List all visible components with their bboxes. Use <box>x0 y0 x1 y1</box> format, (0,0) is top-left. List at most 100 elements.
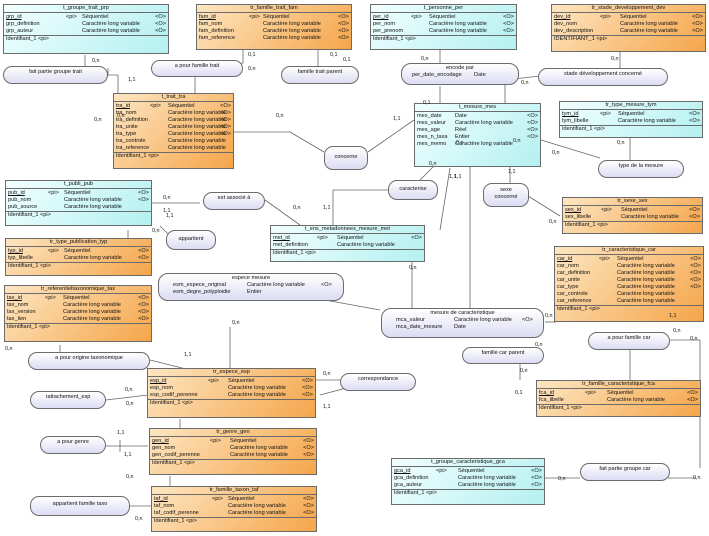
attribute-cell: Caractère long variable <box>64 255 122 261</box>
entity-identifier: Identifiant_1 <pi> <box>392 489 544 497</box>
cardinality-label: 1,1 <box>128 77 136 83</box>
relation-est-associe-a[interactable]: est associé à <box>203 192 265 210</box>
relation-a-pour-genre[interactable]: a pour genre <box>40 436 106 454</box>
entity-identifier: Identifiant_1 <pi> <box>537 404 700 412</box>
entity-t-publi-pub[interactable]: t_publi_pub pub_id<pi>Séquentiel<O> pub_… <box>5 180 152 226</box>
entity-title: tr_famille_trait_fam <box>197 5 351 13</box>
cardinality-label: 0,n <box>456 140 464 146</box>
relation-famille-trait-parent[interactable]: famille trait parent <box>281 66 359 84</box>
attribute-cell: car_type <box>557 284 579 290</box>
relation-appartient[interactable]: appartient <box>166 230 216 250</box>
relation-a-pour-famille-trait[interactable]: a pour famille trait <box>151 60 243 77</box>
entity-tr-genre-gen[interactable]: tr_genre_gen gen_id<pi>Séquentiel<O> gen… <box>149 428 317 475</box>
attribute-row: fam_id<pi>Séquentiel<O> <box>199 14 349 21</box>
relation-sexe-concerne[interactable]: sexe concerné <box>483 183 529 207</box>
relation-a-pour-famille-car[interactable]: a pour famille car <box>588 332 670 350</box>
attribute-cell: Caractère long variable <box>228 392 286 398</box>
entity-tr-sexe-sex[interactable]: tr_sexe_sex sex_id<pi>Séquentiel<O> sex_… <box>562 197 703 234</box>
entity-t-ens-metadonnees-mesure-met[interactable]: t_ens_metadonnees_mesure_met met_id<pi>S… <box>270 225 425 262</box>
entity-tr-caracteristique-car[interactable]: tr_caracteristique_car car_id<pi>Séquent… <box>554 246 704 322</box>
attribute-cell: Caractère long variable <box>617 263 675 269</box>
attribute-cell: <O> <box>220 110 231 116</box>
attribute-cell: <O> <box>690 277 701 283</box>
entity-tr-stade-developpement-dev[interactable]: tr_stade_developpement_dev dev_id<pi>Séq… <box>551 4 706 52</box>
attribute-cell: <O> <box>138 248 149 254</box>
entity-tr-referentieltaxonomique-tax[interactable]: tr_referentieltaxonomique_tax tax_id<pi>… <box>4 285 152 342</box>
attribute-row: gca_id<pi>Séquentiel<O> <box>394 468 542 475</box>
cardinality-label: 1,1 <box>323 205 331 211</box>
entity-identifier: IDENTIFIANT_1 <pi> <box>552 35 705 43</box>
attribute-cell: Séquentiel <box>64 190 91 196</box>
attribute-cell: <O> <box>531 482 542 488</box>
entity-t-groupe-caracteristique-gca[interactable]: t_groupe_caracteristique_gca gca_id<pi>S… <box>391 458 545 505</box>
attribute-cell: gca_definition <box>394 475 429 481</box>
attribute-cell: esp_id <box>150 378 167 384</box>
attribute-cell: Caractère long variable <box>454 317 512 323</box>
attribute-cell: Séquentiel <box>263 14 290 20</box>
attribute-cell: Séquentiel <box>621 207 648 213</box>
relation-concerne[interactable]: concerne <box>324 146 368 170</box>
relation-fait-partie-groupe-car[interactable]: fait partie groupe car <box>580 463 670 481</box>
relation-label: est associé à <box>217 195 251 201</box>
attribute-cell: car_controle <box>557 291 588 297</box>
entity-title: t_mesure_mes <box>415 104 540 112</box>
attribute-cell: <O> <box>527 127 538 133</box>
cardinality-label: 0,n <box>152 228 160 234</box>
attribute-cell: tra_unite <box>116 124 138 130</box>
entity-t-trait-tra[interactable]: t_trait_tra tra_id<pi>Séquentiel<O> tra_… <box>113 93 234 169</box>
relation-correspondance[interactable]: correspondance <box>340 373 416 391</box>
attribute-cell: per_prenom <box>373 28 404 34</box>
entity-tr-famille-trait-fam[interactable]: tr_famille_trait_fam fam_id<pi>Séquentie… <box>196 4 352 50</box>
attribute-cell: Caractère long variable <box>263 28 321 34</box>
cardinality-label: 0,1 <box>248 52 256 58</box>
relation-appartient-famille-taxo[interactable]: appartient famille taxo <box>30 496 130 516</box>
entity-tr-espece-esp[interactable]: tr_espece_esp esp_id<pi>Séquentiel<O> es… <box>147 368 316 418</box>
entity-t-personne-per[interactable]: t_personne_per per_id<pi>Séquentiel<O> p… <box>370 4 517 50</box>
attribute-cell: Caractère long variable <box>620 28 678 34</box>
attribute-cell: per_nom <box>373 21 396 27</box>
relation-fait-partie-groupe-trait[interactable]: fait partie groupe trait <box>3 66 108 84</box>
attribute-cell: Séquentiel <box>337 235 364 241</box>
relation-label: type de la mesure <box>618 163 664 169</box>
relation-stade-developpement-concerne[interactable]: stade développement concerné <box>538 68 668 86</box>
relation-caracterise[interactable]: caracterise <box>388 180 438 200</box>
attribute-row: fca_id<pi>Séquentiel<O> <box>539 390 698 397</box>
relation-label: a pour famille trait <box>174 63 220 69</box>
cardinality-label: 0,n <box>125 387 133 393</box>
attribute-cell: <O> <box>220 103 231 109</box>
entity-tr-type-mesure-tym[interactable]: tr_type_mesure_tym tym_id<pi>Séquentiel<… <box>559 101 703 138</box>
relation-a-pour-origine-taxonomique[interactable]: a pour origine taxonomique <box>28 352 150 370</box>
relation-rattachement-esp[interactable]: rattachement_esp <box>30 391 106 409</box>
attribute-cell: <O> <box>303 496 314 502</box>
entity-tr-famille-taxon-taf[interactable]: tr_famille_taxon_taf taf_id<pi>Séquentie… <box>151 486 317 532</box>
entity-t-groupe-trait-prp[interactable]: t_groupe_trait_prp grp_id<pi>Séquentiel<… <box>3 4 169 54</box>
entity-tr-famille-caracteristique-fca[interactable]: tr_famille_caracteristique_fca fca_id<pi… <box>536 380 701 417</box>
relation-type-de-la-mesure[interactable]: type de la mesure <box>598 160 684 178</box>
cardinality-label: 0,n <box>513 138 521 144</box>
attribute-cell: Caractère long variable <box>63 309 121 315</box>
cardinality-label: 0,n <box>276 113 284 119</box>
attribute-cell: Séquentiel <box>82 14 109 20</box>
relation-famille-car-parent[interactable]: famille car parent <box>462 347 544 364</box>
attribute-cell: car_nom <box>557 263 579 269</box>
cardinality-label: 0,n <box>520 368 528 374</box>
attribute-cell: esm_degre_polyploidie <box>173 289 231 295</box>
attribute-cell: <O> <box>302 385 313 391</box>
entity-tr-type-publication-typ[interactable]: tr_type_publication_typ typ_id<pi>Séquen… <box>5 238 152 276</box>
